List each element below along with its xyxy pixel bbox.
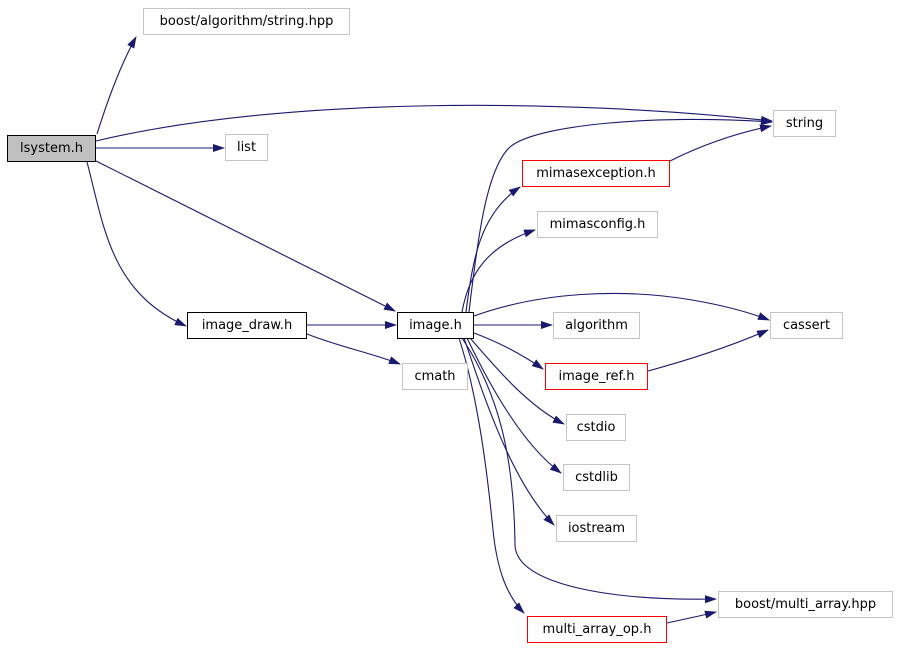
edge-image_h-to-mimasconfig_h bbox=[461, 229, 536, 313]
node-image-ref-h[interactable]: image_ref.h bbox=[545, 363, 648, 390]
node-cassert: cassert bbox=[770, 312, 843, 339]
node-iostream: iostream bbox=[556, 515, 637, 542]
edge-image_h-to-image_ref_h bbox=[473, 332, 544, 370]
edge-image_h-to-string bbox=[468, 117, 773, 313]
edge-multi_array_op_h-to-boost_multi_array_hpp bbox=[666, 610, 717, 624]
node-image-draw-h[interactable]: image_draw.h bbox=[187, 312, 307, 339]
node-lsystem-h-label: lsystem.h bbox=[20, 141, 83, 156]
node-string-label: string bbox=[785, 116, 824, 131]
node-boost-algorithm-string-hpp: boost/algorithm/string.hpp bbox=[143, 8, 350, 35]
node-image-draw-h-label: image_draw.h bbox=[201, 318, 293, 333]
node-boost-algorithm-string-hpp-label: boost/algorithm/string.hpp bbox=[159, 14, 334, 29]
node-iostream-label: iostream bbox=[567, 521, 626, 536]
node-cstdio-label: cstdio bbox=[576, 420, 616, 435]
node-multi-array-op-h-label: multi_array_op.h bbox=[542, 622, 652, 637]
node-string: string bbox=[773, 110, 836, 137]
node-mimasexception-h-label: mimasexception.h bbox=[536, 166, 656, 181]
edge-lsystem_h-to-boost_algorithm_string_hpp bbox=[96, 36, 137, 135]
node-list: list bbox=[225, 134, 268, 161]
node-image-h-label: image.h bbox=[409, 318, 462, 333]
node-multi-array-op-h[interactable]: multi_array_op.h bbox=[527, 616, 667, 643]
node-cstdlib: cstdlib bbox=[563, 464, 630, 491]
node-mimasexception-h[interactable]: mimasexception.h bbox=[522, 160, 670, 187]
edge-image_h-to-cstdlib bbox=[466, 337, 562, 474]
node-cmath-label: cmath bbox=[414, 369, 456, 384]
node-algorithm: algorithm bbox=[553, 312, 640, 339]
edge-lsystem_h-to-string bbox=[95, 104, 773, 142]
edge-lsystem_h-to-image_draw_h bbox=[86, 161, 187, 327]
node-boost-multi-array-hpp: boost/multi_array.hpp bbox=[718, 591, 893, 618]
node-cstdlib-label: cstdlib bbox=[575, 470, 618, 485]
edge-image_draw_h-to-cmath bbox=[306, 333, 401, 365]
edge-mimasexception_h-to-string bbox=[669, 124, 772, 162]
node-mimasconfig-h: mimasconfig.h bbox=[537, 211, 658, 238]
edge-image_h-to-boost_multi_array_hpp bbox=[461, 337, 717, 604]
node-cmath: cmath bbox=[402, 363, 468, 390]
edge-image_h-to-iostream bbox=[463, 337, 555, 526]
node-cassert-label: cassert bbox=[782, 318, 831, 333]
node-mimasconfig-h-label: mimasconfig.h bbox=[549, 217, 646, 232]
node-list-label: list bbox=[236, 140, 257, 155]
edge-image_h-to-cassert bbox=[473, 292, 770, 321]
node-algorithm-label: algorithm bbox=[565, 318, 628, 333]
edge-image_h-to-mimasexception_h bbox=[465, 186, 521, 313]
node-cstdio: cstdio bbox=[566, 414, 626, 441]
edge-image_ref_h-to-cassert bbox=[647, 329, 769, 372]
edge-image_h-to-multi_array_op_h bbox=[458, 337, 525, 614]
node-boost-multi-array-hpp-label: boost/multi_array.hpp bbox=[734, 597, 877, 612]
node-lsystem-h: lsystem.h bbox=[7, 135, 96, 162]
edge-lsystem_h-to-image_h bbox=[95, 160, 396, 312]
node-image-h[interactable]: image.h bbox=[397, 312, 474, 339]
node-image-ref-h-label: image_ref.h bbox=[558, 369, 635, 384]
edge-image_h-to-cstdio bbox=[469, 337, 565, 425]
